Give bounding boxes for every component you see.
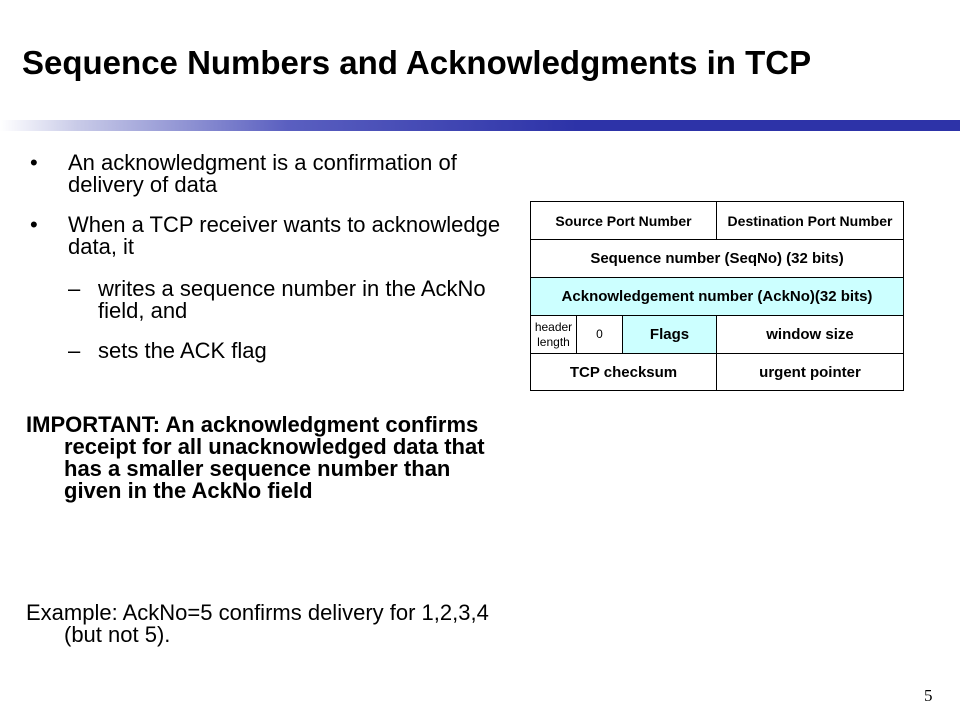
bullet-marker: •: [30, 150, 38, 175]
bullet-text: An acknowledgment is a confirmation of d…: [68, 150, 457, 197]
flags-cell: Flags: [623, 316, 717, 354]
slide-title: Sequence Numbers and Acknowledgments in …: [22, 44, 812, 81]
checksum-cell: TCP checksum: [531, 354, 717, 390]
sub-bullet-text: writes a sequence number in the AckNo fi…: [98, 276, 486, 323]
bullet-marker: •: [30, 212, 38, 237]
window-size-cell: window size: [717, 316, 903, 354]
important-text: IMPORTANT: An acknowledgment confirms re…: [26, 412, 485, 503]
sub-bullet-marker: –: [68, 276, 81, 301]
destination-port-cell: Destination Port Number: [717, 202, 903, 240]
urgent-pointer-cell: urgent pointer: [759, 363, 861, 381]
header-length-cell: header length: [531, 316, 577, 354]
example-text: Example: AckNo=5 confirms delivery for 1…: [26, 600, 489, 647]
slide-number: 5: [924, 686, 933, 705]
source-port-cell: Source Port Number: [531, 202, 717, 240]
important-note: IMPORTANT: An acknowledgment confirms re…: [26, 414, 506, 502]
sequence-number-cell: Sequence number (SeqNo) (32 bits): [531, 240, 903, 278]
acknowledgement-number-cell: Acknowledgement number (AckNo)(32 bits): [531, 278, 903, 316]
sub-bullet-marker: –: [68, 338, 81, 363]
example-note: Example: AckNo=5 confirms delivery for 1…: [26, 602, 516, 646]
title-divider: [0, 120, 960, 131]
sub-bullet-text: sets the ACK flag: [98, 338, 267, 363]
reserved-zero-cell: 0: [577, 316, 623, 354]
bullet-text: When a TCP receiver wants to acknowledge…: [68, 212, 501, 259]
tcp-header-diagram: Source Port Number Destination Port Numb…: [530, 201, 904, 391]
